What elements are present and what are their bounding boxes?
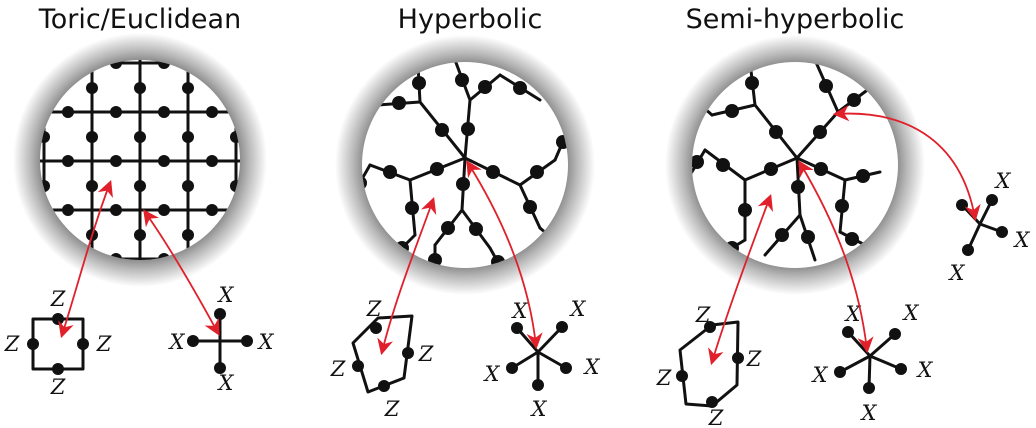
title-toric: Toric/Euclidean [38,4,241,35]
toric-lattice-disk [13,33,267,287]
semi-plaquette-label-left: Z [656,366,672,390]
hyperbolic-plaquette-label-right: Z [418,342,434,366]
toric-vertex-arrow [143,209,220,336]
toric-plaquette-label-top: Z [50,287,66,311]
semi-hyperbolic-vertex-operator-a: X X X X X [811,301,934,425]
title-semi-hyperbolic: Semi-hyperbolic [686,4,905,35]
toric-vertex-label-top: X [217,283,235,307]
toric-vertex-label-left: X [168,330,186,354]
semi-vertex-b-label-top: X [994,169,1012,193]
semi-vertex-a-label-left: X [811,363,829,387]
semi-vertex-b-label-bottom: X [948,261,966,285]
toric-vertex-label-right: X [257,330,275,354]
hyperbolic-vertex-label-top-left: X [511,299,529,323]
hyperbolic-vertex-arrow [466,160,543,350]
semi-plaquette-label-right: Z [746,347,762,371]
semi-plaquette-arrow [708,193,774,366]
hyperbolic-plaquette-label-bottom: Z [384,397,400,421]
semi-vertex-a-label-bottom: X [860,401,878,425]
toric-plaquette-label-bottom: Z [50,375,66,399]
hyperbolic-plaquette-operator: Z Z Z Z Z [330,297,434,421]
semi-vertex-a-label-top-right: X [902,301,920,325]
toric-plaquette-label-left: Z [4,332,20,356]
toric-vertex-operator: X X X X [168,283,275,395]
hyperbolic-vertex-operator: X X X X X [483,297,601,421]
semi-hyperbolic-lattice-disk [665,35,925,295]
title-hyperbolic: Hyperbolic [398,4,543,35]
hyperbolic-plaquette-label-left: Z [330,357,346,381]
toric-plaquette-arrow [58,179,113,339]
semi-vertex-arrow-a [798,160,874,354]
hyperbolic-plaquette-arrow [377,196,437,356]
hyperbolic-vertex-label-bottom: X [530,397,548,421]
semi-vertex-a-label-right: X [916,358,934,382]
semi-vertex-b-label-right: X [1013,228,1031,252]
hyperbolic-vertex-label-right: X [583,355,601,379]
toric-plaquette-label-right: Z [96,332,112,356]
toric-plaquette-operator: Z Z Z Z [4,287,112,399]
hyperbolic-lattice-disk [335,35,595,295]
semi-plaquette-label-top: Z [695,303,711,327]
semi-hyperbolic-plaquette-operator: Z Z Z Z Z [656,303,762,428]
toric-vertex-label-bottom: X [217,371,235,395]
semi-plaquette-label-bottom: Z [708,406,724,428]
hyperbolic-vertex-label-left: X [483,362,501,386]
semi-vertex-arrow-b [832,105,981,222]
hyperbolic-vertex-label-top-right: X [569,297,587,321]
semi-hyperbolic-vertex-operator-b: X X X [948,169,1031,285]
